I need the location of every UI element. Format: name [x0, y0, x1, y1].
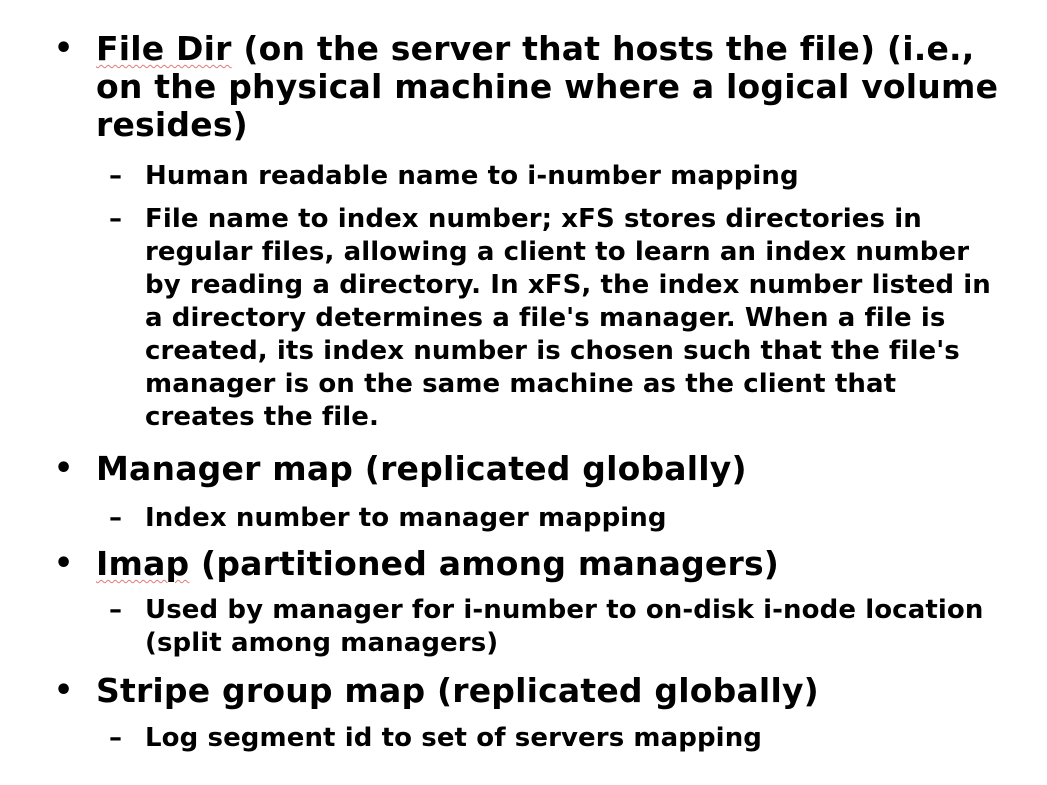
bullet-dot: • — [54, 673, 74, 708]
bullet-text: (on the server that hosts the file) (i.e… — [96, 29, 999, 144]
sub-dash: – — [109, 723, 123, 753]
bullet-underlined-term: File Dir — [96, 29, 232, 68]
sub-bullet-file-name-index: – File name to index number; xFS stores … — [109, 203, 1005, 434]
bullet-text: (partitioned among managers) — [189, 544, 780, 583]
bullet-text: Manager map (replicated globally) — [96, 449, 747, 488]
bullet-underlined-term: Imap — [96, 544, 190, 583]
sub-bullet-index-to-manager: – Index number to manager mapping — [109, 502, 1005, 535]
sub-bullet-log-segment: – Log segment id to set of servers mappi… — [109, 722, 1005, 755]
bullet-dot: • — [54, 546, 74, 581]
sub-dash: – — [109, 204, 123, 234]
bullet-text: Stripe group map (replicated globally) — [96, 671, 819, 710]
bullet-dot: • — [54, 451, 74, 486]
bullet-stripe-group-map: • Stripe group map (replicated globally) — [54, 671, 1026, 710]
bullet-file-dir: • File Dir (on the server that hosts the… — [54, 29, 1026, 144]
sub-text: Human readable name to i-number mapping — [145, 161, 799, 191]
sub-text: File name to index number; xFS stores di… — [145, 204, 991, 432]
sub-text: Used by manager for i-number to on-disk … — [145, 595, 984, 658]
sub-dash: – — [109, 503, 123, 533]
sub-bullet-used-by-manager: – Used by manager for i-number to on-dis… — [109, 594, 1005, 660]
bullet-dot: • — [54, 31, 74, 66]
bullet-imap: • Imap (partitioned among managers) — [54, 544, 1026, 583]
sub-text: Log segment id to set of servers mapping — [145, 723, 763, 753]
sub-bullet-human-readable: – Human readable name to i-number mappin… — [109, 160, 1005, 193]
sub-dash: – — [109, 161, 123, 191]
sub-text: Index number to manager mapping — [145, 503, 667, 533]
sub-dash: – — [109, 595, 123, 625]
bullet-manager-map: • Manager map (replicated globally) — [54, 449, 1026, 488]
